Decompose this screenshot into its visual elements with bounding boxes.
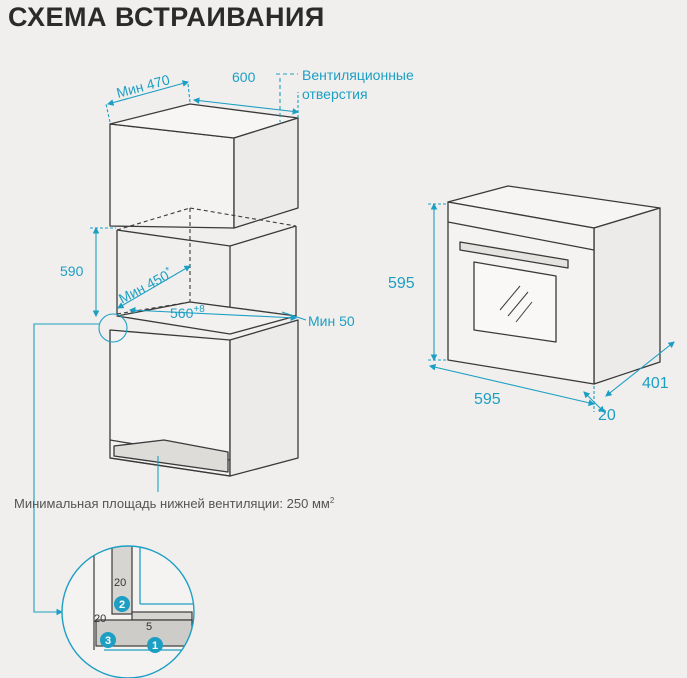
detail-badge-3: 3	[100, 632, 116, 648]
vent-label-line1: Вентиляционные	[302, 67, 414, 83]
detail-badge-1: 1	[147, 637, 163, 653]
vent-area-note-sup: 2	[330, 496, 335, 505]
oven-side	[593, 207, 661, 385]
dim-niche-depth-mark: *	[164, 265, 173, 277]
dim-oven-height: 595	[388, 275, 415, 292]
dim-oven-depth: 401	[642, 375, 669, 392]
dim-niche-width-value: 560	[170, 305, 194, 321]
dim-depth-min: Мин 470	[115, 71, 172, 101]
detail-label-5: 5	[146, 621, 152, 633]
dim-oven-panel: 20	[598, 407, 616, 424]
detail-label-20-top: 20	[114, 577, 126, 589]
dim-niche-width-tol: +8	[193, 304, 205, 315]
dim-min-50: Мин 50	[308, 313, 355, 329]
dim-cabinet-height: 590	[60, 263, 84, 279]
oven-drawing	[447, 185, 661, 385]
cabinet-top-front	[233, 117, 299, 229]
dim-cabinet-width: 600	[232, 69, 256, 85]
detail-label-20-left: 20	[94, 613, 106, 625]
detail-view: 20 20 5 1 2 3	[61, 545, 195, 678]
detail-badge-2: 2	[114, 596, 130, 612]
dim-oven-width: 595	[474, 391, 501, 408]
oven-window	[473, 261, 557, 343]
cabinet-bottom-front	[229, 319, 299, 477]
cabinet-top-side	[109, 123, 235, 229]
dim-niche-depth-value: Мин 450	[116, 267, 172, 307]
detail-badge-1-label: 1	[152, 640, 158, 652]
detail-badge-2-label: 2	[119, 599, 125, 611]
page-title: СХЕМА ВСТРАИВАНИЯ	[8, 2, 325, 32]
oven-dimensions	[428, 202, 675, 413]
detail-shelf	[131, 611, 193, 621]
dim-niche-width: 560+8	[170, 304, 205, 321]
vent-label-line2: отверстия	[302, 86, 368, 102]
cabinet-plinth	[113, 439, 229, 473]
vent-area-note: Минимальная площадь нижней вентиляции: 2…	[14, 496, 335, 511]
cabinet-dimensions	[33, 73, 307, 616]
vent-area-note-text: Минимальная площадь нижней вентиляции: 2…	[14, 496, 330, 511]
dim-niche-depth: Мин 450*	[116, 265, 175, 307]
detail-panel-vertical	[111, 546, 133, 615]
detail-badge-3-label: 3	[105, 635, 111, 647]
oven-handle	[459, 241, 569, 269]
